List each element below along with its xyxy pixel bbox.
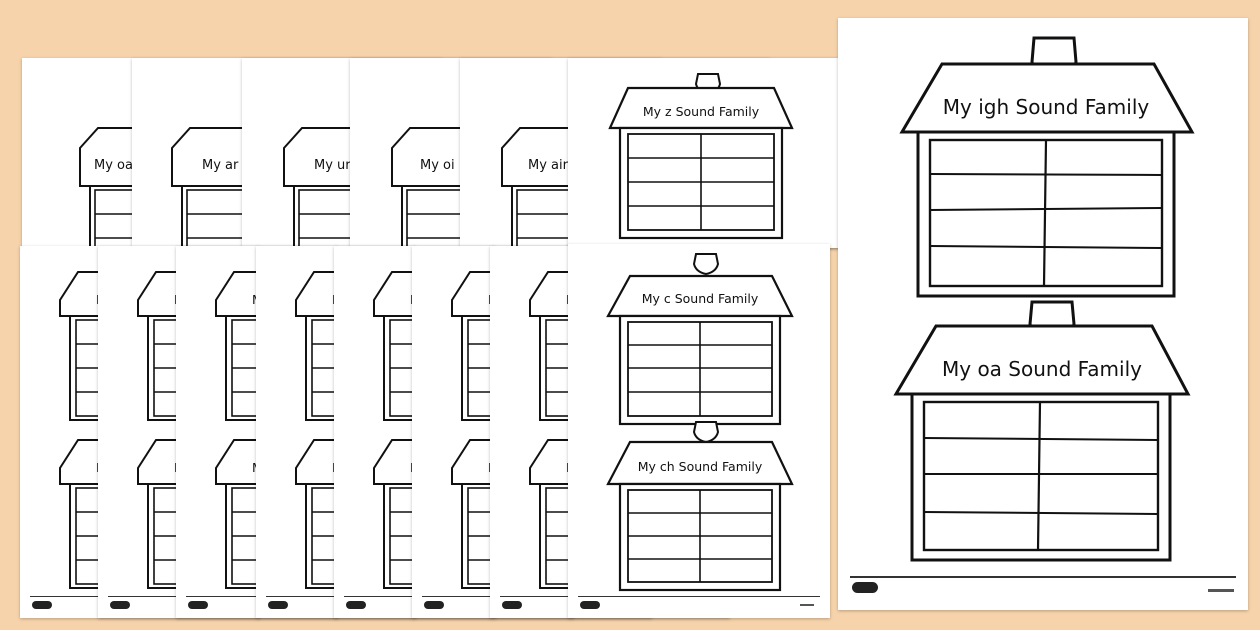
house-title: My c Sound Family: [642, 291, 759, 306]
house-outline: My c Sound Family My ch Sound Family: [606, 253, 794, 592]
logo-icon: [32, 601, 52, 609]
logo-icon: [580, 601, 600, 609]
house-outline: My igh Sound Family My oa Sound Family: [893, 36, 1195, 562]
logo-icon: [346, 601, 366, 609]
logo-icon: [852, 582, 878, 593]
logo-icon: [188, 601, 208, 609]
house-title: My z Sound Family: [643, 104, 760, 119]
house-title: My air: [528, 158, 569, 173]
footer-line: [578, 596, 820, 597]
house-title: My oa Sound Family: [942, 357, 1142, 381]
footer-line: [850, 576, 1236, 578]
house-title: My oa: [94, 158, 133, 173]
worksheet-page-mid-7: My c Sound Family My ch Sound Family: [568, 244, 830, 618]
logo-icon: [502, 601, 522, 609]
website-url-mark: [1208, 589, 1234, 592]
worksheet-page-big: My igh Sound Family My oa Sound Family: [838, 18, 1248, 610]
house-title: My igh Sound Family: [943, 95, 1150, 119]
house-title: My ar: [202, 158, 239, 173]
logo-icon: [424, 601, 444, 609]
house-title: My ur: [314, 158, 351, 173]
house-title: My ch Sound Family: [638, 459, 763, 474]
house-title: My oi: [420, 158, 455, 173]
website-url-mark: [800, 604, 814, 606]
worksheet-page-top-5: My z Sound Family: [568, 58, 838, 248]
logo-icon: [110, 601, 130, 609]
house-outline: My z Sound Family: [608, 73, 794, 240]
logo-icon: [268, 601, 288, 609]
